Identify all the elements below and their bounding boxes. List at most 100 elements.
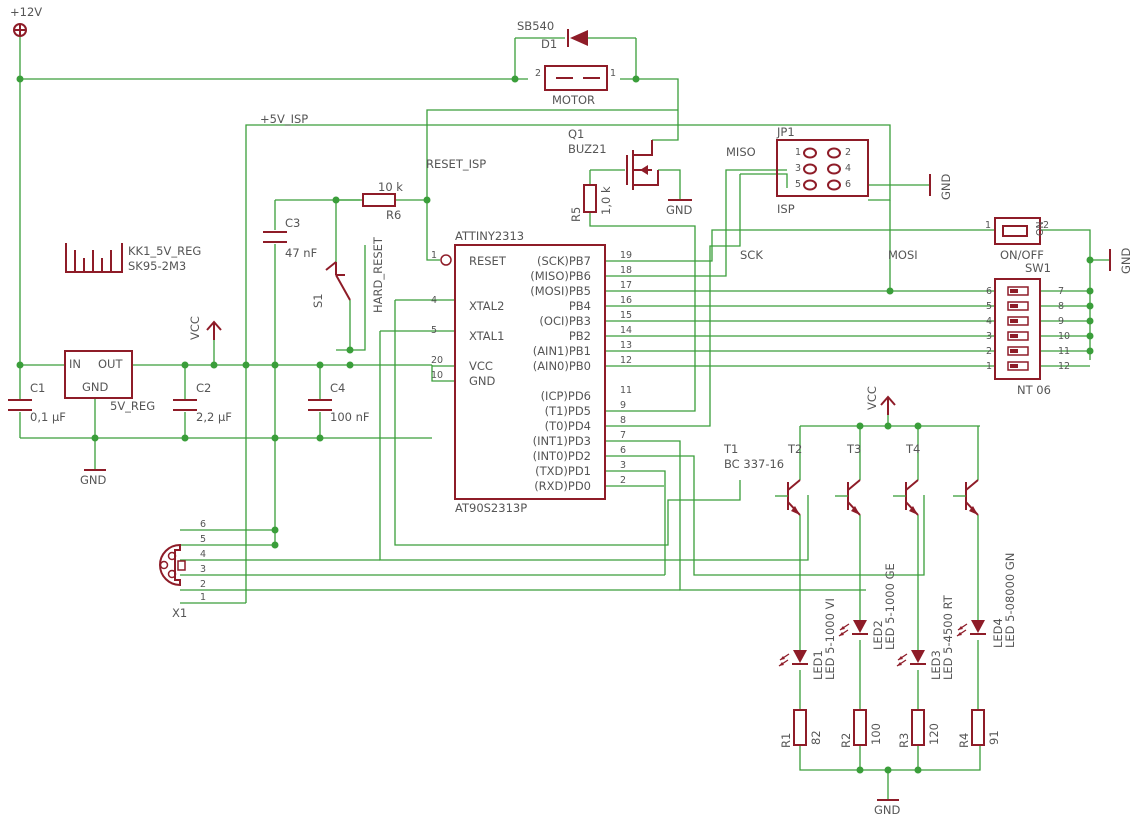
svg-text:SW1: SW1 — [1025, 261, 1051, 275]
mcu-pin-label: (INT1)PD3 — [533, 434, 591, 448]
svg-text:ON/OFF: ON/OFF — [1000, 248, 1044, 262]
svg-text:91: 91 — [987, 730, 1001, 745]
mcu-pin-number: 19 — [620, 250, 632, 261]
svg-text:MOTOR: MOTOR — [552, 93, 595, 107]
transistors — [775, 479, 979, 516]
microcontroller: ATTINY2313 AT90S2313P — [440, 229, 606, 515]
mosi-label: MOSI — [888, 248, 918, 262]
npn-transistor-icon — [775, 479, 801, 516]
dip-switch-lever — [1007, 286, 1029, 296]
svg-text:ON: ON — [1035, 221, 1046, 236]
dip-switch-lever — [1007, 316, 1029, 326]
dip-switch-sw1: 1 2 ON ON/OFF SW1 NT 06 — [985, 217, 1051, 397]
svg-text:100: 100 — [869, 723, 883, 745]
led2-name: LED2 — [871, 620, 885, 650]
svg-text:GND: GND — [939, 173, 953, 200]
voltage-regulator: IN OUT GND 5V_REG — [64, 350, 155, 413]
t3-label: T3 — [846, 442, 861, 456]
gnd-symbol-isp: GND — [929, 173, 953, 200]
svg-text:2: 2 — [1043, 220, 1049, 231]
mcu-pin-number: 16 — [620, 295, 632, 306]
svg-text:1: 1 — [985, 220, 991, 231]
x1-pin-number: 4 — [200, 549, 206, 560]
v5isp-label: +5V_ISP — [260, 112, 308, 126]
svg-text:X1: X1 — [172, 606, 187, 620]
svg-text:C1: C1 — [30, 381, 45, 395]
mcu-pin-number: 13 — [620, 340, 632, 351]
mcu-pin-number: 17 — [620, 280, 632, 291]
gnd-symbol-bottom: GND — [874, 799, 901, 817]
svg-text:0,1 µF: 0,1 µF — [30, 410, 66, 424]
dip-switch-knob — [1010, 289, 1018, 293]
svg-text:47 nF: 47 nF — [285, 246, 317, 260]
mcu-pin-number: 5 — [431, 325, 437, 336]
junctions — [16, 75, 1094, 774]
reset-isp-label: RESET_ISP — [426, 157, 486, 171]
svg-text:S1: S1 — [311, 293, 325, 308]
x1-pin-number: 2 — [200, 579, 206, 590]
t1-label: T1 — [723, 442, 738, 456]
dip-pin-number: 9 — [1058, 316, 1064, 327]
mcu-pin-label: XTAL2 — [469, 299, 504, 313]
mcu-pin-number: 2 — [620, 475, 626, 486]
mcu-pin-number: 3 — [620, 460, 626, 471]
mcu-pin-label: (AIN0)PB0 — [533, 359, 591, 373]
t4-label: T4 — [905, 442, 920, 456]
mcu-pin-number: 1 — [431, 250, 437, 261]
dip-switch-knob — [1010, 334, 1018, 338]
gnd-symbol-q1: GND — [666, 199, 693, 217]
svg-text:120: 120 — [927, 723, 941, 745]
mcu-pin-label: (T1)PD5 — [545, 404, 591, 418]
mcu-pin-label: PB2 — [569, 329, 591, 343]
x1-pin-number: 1 — [200, 592, 206, 603]
capacitor-c1: C1 0,1 µF — [8, 381, 66, 424]
svg-text:10 k: 10 k — [378, 180, 403, 194]
svg-text:5V_REG: 5V_REG — [110, 399, 155, 413]
sck-label: SCK — [740, 248, 763, 262]
mcu-pin-number: 6 — [620, 445, 626, 456]
mcu-pin-label: (TXD)PD1 — [535, 464, 591, 478]
diode-d1: SB540 D1 — [517, 19, 588, 51]
dip-switch-lever — [1007, 301, 1029, 311]
leds — [778, 620, 986, 667]
svg-text:NT 06: NT 06 — [1017, 383, 1051, 397]
svg-text:R3: R3 — [897, 733, 911, 748]
mcu-pin-label: RESET — [469, 254, 507, 268]
dip-switch-knob — [1010, 319, 1018, 323]
dip-pin-number: 8 — [1058, 301, 1064, 312]
svg-text:OUT: OUT — [98, 357, 123, 371]
gnd-symbol-reg: GND — [80, 469, 107, 487]
x1-pin-number: 3 — [200, 564, 206, 575]
dip-pin-number: 4 — [986, 316, 992, 327]
dip-switch-lever — [1007, 346, 1029, 356]
vcc-arrow-right: VCC — [865, 386, 896, 415]
dip-pin-number: 12 — [1058, 361, 1070, 372]
mcu-pin-number: 15 — [620, 310, 632, 321]
led-icon — [956, 620, 986, 637]
svg-text:VCC: VCC — [865, 386, 879, 410]
mcu-pin-label: (T0)PD4 — [545, 419, 591, 433]
mcu-pin-number: 11 — [620, 385, 632, 396]
led4-name: LED4 — [991, 618, 1005, 648]
x1-pin-number: 6 — [200, 519, 206, 530]
led-labels: LED1 LED 5-1000 VI LED2 LED 5-1000 GE LE… — [811, 553, 1017, 680]
svg-text:5: 5 — [795, 179, 801, 190]
svg-text:+12V: +12V — [10, 5, 42, 19]
svg-text:GND: GND — [874, 803, 901, 817]
svg-text:100 nF: 100 nF — [330, 410, 370, 424]
mcu-pin-label: PB4 — [569, 299, 591, 313]
svg-text:1,0 k: 1,0 k — [599, 186, 613, 215]
mcu-pin-label: GND — [469, 374, 496, 388]
capacitor-c4: C4 100 nF — [308, 381, 370, 424]
dip-switch-lever — [1007, 331, 1029, 341]
svg-text:JP1: JP1 — [776, 125, 795, 139]
svg-text:Q1: Q1 — [568, 127, 584, 141]
led-icon — [838, 620, 868, 637]
svg-text:GND: GND — [82, 380, 109, 394]
svg-text:C3: C3 — [285, 216, 300, 230]
dip-pin-number: 1 — [986, 361, 992, 372]
resistor-r6: 10 k R6 — [362, 180, 403, 222]
svg-text:R2: R2 — [839, 733, 853, 748]
